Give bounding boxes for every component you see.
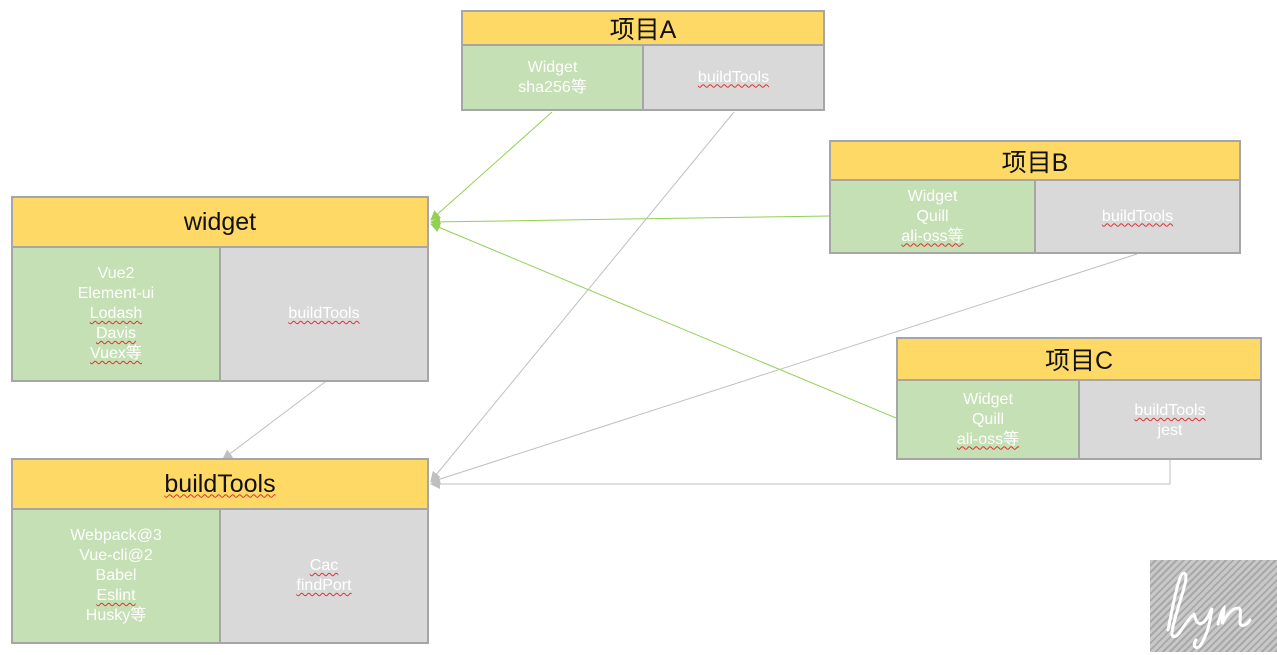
project-b-tools: buildTools: [1036, 181, 1239, 252]
dep-husky: Husky等: [85, 607, 147, 624]
dep-babel: Babel: [95, 567, 137, 584]
widget-title: widget: [13, 198, 427, 248]
buildtools-deps: Webpack@3 Vue-cli@2 Babel Eslint Husky等: [13, 510, 221, 642]
project-c-title: 项目C: [898, 339, 1260, 381]
arrow-projectC-to-widget: [430, 222, 897, 419]
project-a-box: 项目A Widget sha256等 buildTools: [461, 10, 825, 111]
project-a-deps: Widget sha256等: [463, 46, 644, 109]
project-b-box: 项目B Widget Quill ali-oss等 buildTools: [829, 140, 1241, 254]
dep-quill: Quill: [916, 207, 949, 225]
dep-eslint: Eslint: [96, 587, 136, 604]
widget-deps: Vue2 Element-ui Lodash Davis Vuex等: [13, 248, 221, 380]
project-c-deps: Widget Quill ali-oss等: [898, 381, 1080, 458]
dep-vue2: Vue2: [97, 265, 135, 282]
buildtools-tools: Cac findPort: [221, 510, 427, 642]
project-a-tools: buildTools: [644, 46, 823, 109]
buildtools-title: buildTools: [164, 469, 276, 498]
arrow-projectA-to-widget: [430, 111, 553, 221]
arrow-projectB-to-widget: [430, 215, 831, 227]
dep-webpack: Webpack@3: [70, 527, 162, 544]
dep-lodash: Lodash: [89, 305, 143, 322]
buildtools-box: buildTools Webpack@3 Vue-cli@2 Babel Esl…: [11, 458, 429, 644]
project-c-tools: buildTools jest: [1080, 381, 1260, 458]
project-a-title: 项目A: [463, 12, 823, 46]
arrow-widget-to-buildtools: [222, 381, 326, 460]
dep-vue-cli: Vue-cli@2: [79, 547, 153, 564]
dep-ali-oss: ali-oss等: [901, 227, 964, 245]
dep-sha256: sha256等: [518, 78, 587, 96]
dep-widget: Widget: [907, 187, 958, 205]
lyn-logo-signature: [1166, 571, 1252, 650]
tool-cac: Cac: [309, 557, 339, 574]
dep-vuex: Vuex等: [90, 345, 142, 362]
widget-box: widget Vue2 Element-ui Lodash Davis Vuex…: [11, 196, 429, 382]
tool-buildtools: buildTools: [697, 68, 770, 86]
lyn-logo: [1150, 560, 1277, 652]
arrow-projectA-to-buildtools: [430, 111, 735, 482]
tool-findport: findPort: [296, 577, 352, 594]
project-b-title: 项目B: [831, 142, 1239, 181]
widget-tools: buildTools: [221, 248, 427, 380]
dep-element-ui: Element-ui: [77, 285, 155, 302]
dep-quill: Quill: [971, 410, 1004, 428]
project-c-box: 项目C Widget Quill ali-oss等 buildTools jes…: [896, 337, 1262, 460]
tool-buildtools: buildTools: [1101, 207, 1174, 225]
dep-davis: Davis: [95, 325, 136, 342]
tool-jest: jest: [1157, 422, 1183, 439]
project-b-deps: Widget Quill ali-oss等: [831, 181, 1036, 252]
tool-buildtools: buildTools: [288, 305, 360, 322]
arrow-projectC-to-buildtools: [430, 460, 1171, 489]
dep-ali-oss: ali-oss等: [956, 430, 1020, 448]
tool-buildtools: buildTools: [1134, 402, 1206, 419]
buildtools-title-wrap: buildTools: [13, 460, 427, 510]
dep-widget: Widget: [527, 58, 578, 76]
dep-widget: Widget: [963, 390, 1013, 408]
